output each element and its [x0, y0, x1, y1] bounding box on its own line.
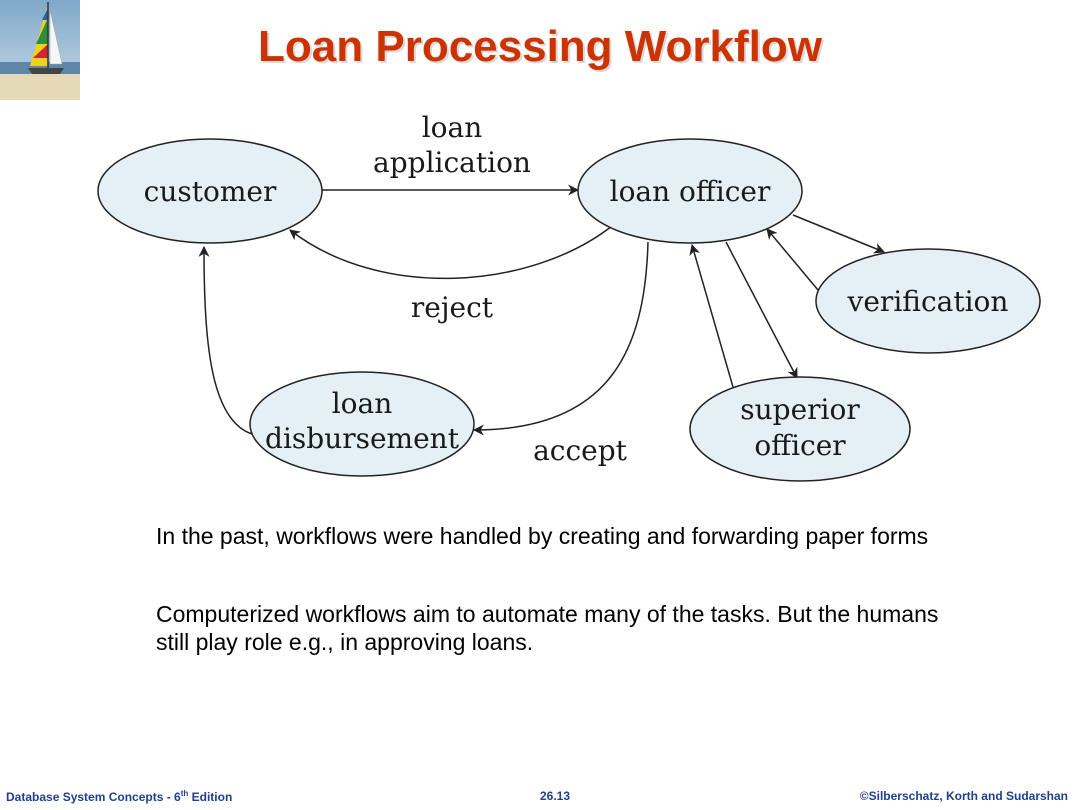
edge-label-loan-application-line2: application [373, 146, 531, 179]
edge-verification-to-officer [766, 228, 819, 291]
slide-title: Loan Processing Workflow [258, 22, 822, 71]
node-verification-label: verification [847, 285, 1009, 318]
node-customer-label: customer [144, 175, 277, 208]
node-superior-officer-label-line1: superior [740, 393, 860, 426]
edge-label-reject: reject [411, 291, 494, 324]
edge-officer-to-verification [792, 214, 886, 254]
footer-book-title-text: Database System Concepts - 6 [6, 790, 181, 804]
node-loan-disbursement-label-line2: disbursement [265, 422, 460, 455]
footer-page-number: 26.13 [540, 789, 571, 803]
footer-book-title: Database System Concepts - 6th Edition [6, 789, 232, 804]
sailboat-logo-icon [0, 0, 80, 100]
node-superior-officer-label-line2: officer [754, 429, 846, 462]
node-loan-officer-label: loan officer [610, 175, 771, 208]
workflow-diagram: customer loan officer verification loan … [97, 111, 1041, 482]
node-customer: customer [97, 138, 323, 244]
edge-officer-to-superior [725, 241, 798, 379]
body-paragraph: In the past, workflows were handled by c… [156, 523, 929, 549]
node-loan-disbursement-label-line1: loan [332, 387, 393, 420]
footer-book-title-suffix: Edition [188, 790, 233, 804]
footer-book-title-sup: th [180, 789, 189, 798]
body-paragraph: Computerized workflows aim to automate m… [156, 601, 939, 655]
edge-superior-to-officer [689, 243, 734, 388]
node-loan-disbursement: loan disbursement [249, 371, 475, 477]
node-verification: verification [815, 248, 1041, 354]
edge-disbursement-to-customer [198, 245, 253, 435]
edge-accept [472, 241, 649, 436]
edge-reject [289, 225, 613, 280]
node-superior-officer: superior officer [689, 376, 911, 482]
edge-label-loan-application-line1: loan [422, 111, 483, 144]
node-loan-officer: loan officer [577, 138, 803, 244]
edge-label-accept: accept [533, 434, 628, 467]
footer-copyright: ©Silberschatz, Korth and Sudarshan [859, 789, 1068, 803]
